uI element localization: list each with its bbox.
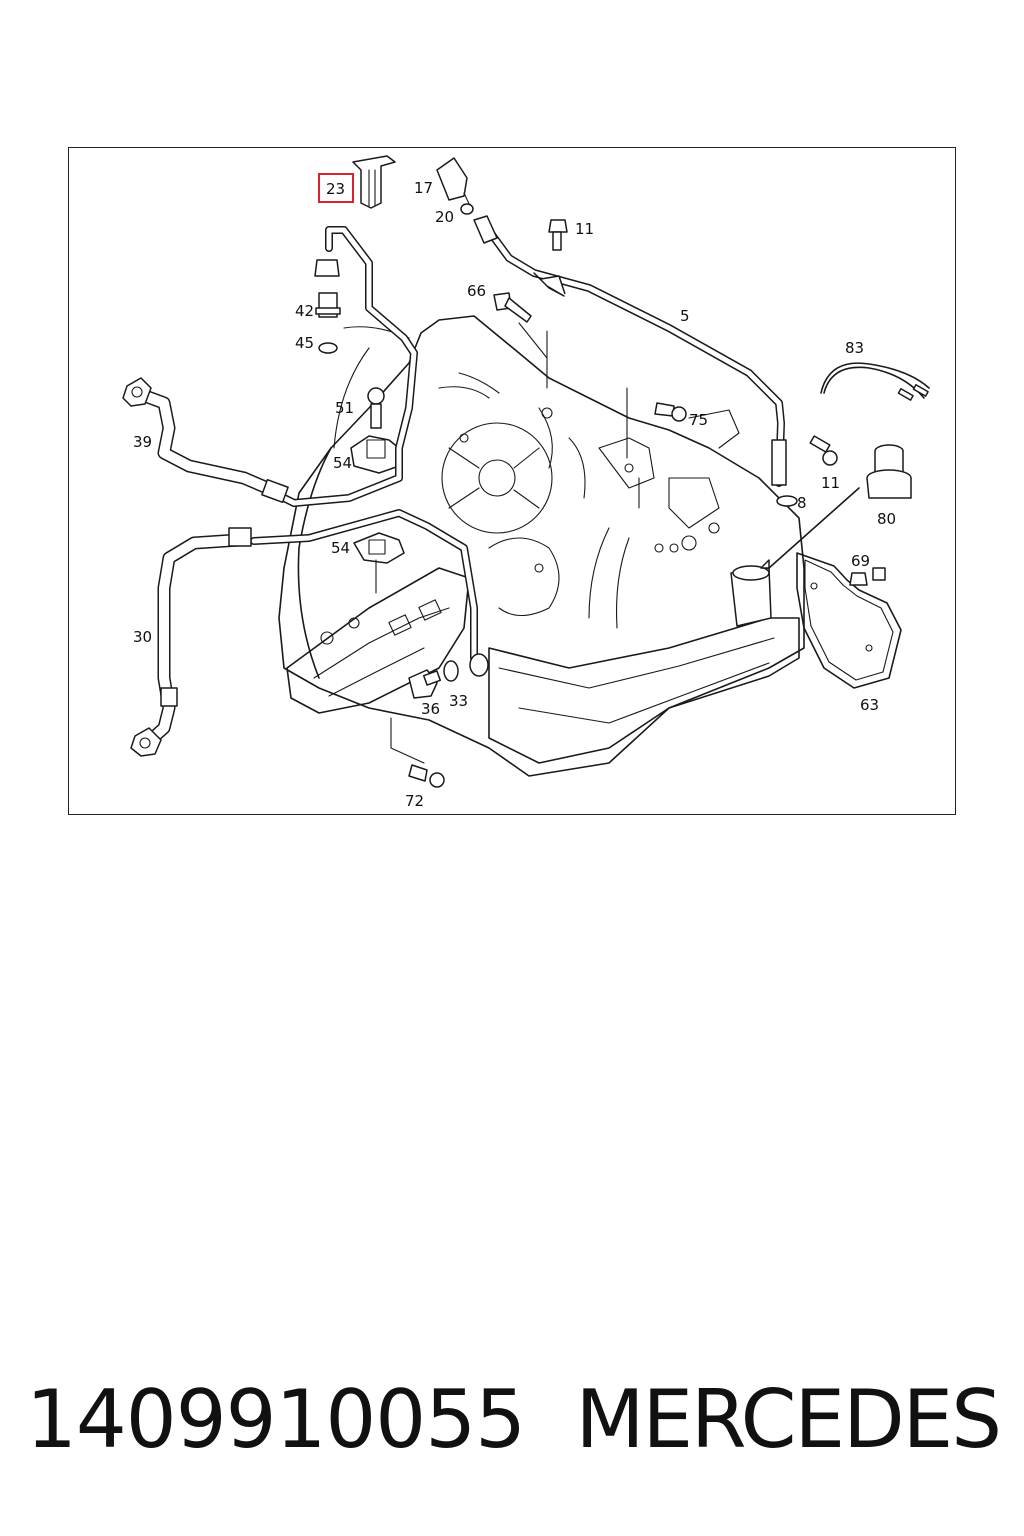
callout-54-lower[interactable]: 54 [331,539,350,557]
callout-23[interactable]: 23 [326,180,345,198]
callout-66[interactable]: 66 [467,282,486,300]
callout-54-upper[interactable]: 54 [333,454,352,472]
brand-name: MERCEDES [575,1373,1002,1466]
callout-33[interactable]: 33 [449,692,468,710]
dipstick-cap [436,157,473,211]
oil-cooler-hose-30 [130,527,252,757]
parts-diagram: 23 17 20 11 66 5 42 45 83 51 75 39 54 11… [68,147,956,815]
callout-69[interactable]: 69 [851,552,870,570]
o-ring [460,203,474,215]
callout-17[interactable]: 17 [414,179,433,197]
pipe-clip [350,435,400,474]
wiring-harness [820,362,930,401]
callout-39[interactable]: 39 [133,433,152,451]
dipstick-tube [483,224,787,487]
callout-8[interactable]: 8 [797,494,807,512]
pipe-fitting [314,259,341,318]
footer: 1409910055 MERCEDES [0,1370,1024,1470]
callout-45[interactable]: 45 [295,334,314,352]
callout-5[interactable]: 5 [680,307,690,325]
bolt [849,567,886,586]
pipe-clip [353,532,405,594]
oil-cooler-hose-39 [122,377,289,504]
callout-36[interactable]: 36 [421,700,440,718]
bolt [390,717,445,788]
tube-end [473,215,498,244]
drain-plug [408,669,442,699]
part-23-bracket [352,155,396,209]
callout-75[interactable]: 75 [689,411,708,429]
callout-83[interactable]: 83 [845,339,864,357]
part-number: 1409910055 [26,1373,526,1466]
leader-lines [546,330,640,509]
callout-11-lower[interactable]: 11 [821,474,840,492]
callout-80[interactable]: 80 [877,510,896,528]
washer [318,342,338,354]
bolt [493,292,548,359]
highlight-box [318,173,354,203]
o-ring [776,495,798,507]
bolt [548,219,568,251]
callout-11-upper[interactable]: 11 [575,220,594,238]
callout-labels: 23 17 20 11 66 5 42 45 83 51 75 39 54 11… [133,179,896,810]
bolt [809,435,838,466]
callout-72[interactable]: 72 [405,792,424,810]
callout-42[interactable]: 42 [295,302,314,320]
callout-63[interactable]: 63 [860,696,879,714]
transmission-housing [278,315,805,777]
oil-cooler-line-lower [250,509,489,677]
washer [443,660,459,682]
bolt [367,387,385,429]
oil-cooler-line-upper [270,226,418,507]
callout-51[interactable]: 51 [335,399,354,417]
callout-30[interactable]: 30 [133,628,152,646]
cover-plate [796,552,902,689]
electrical-connector [760,444,912,569]
bolt [654,402,687,422]
callout-20[interactable]: 20 [435,208,454,226]
